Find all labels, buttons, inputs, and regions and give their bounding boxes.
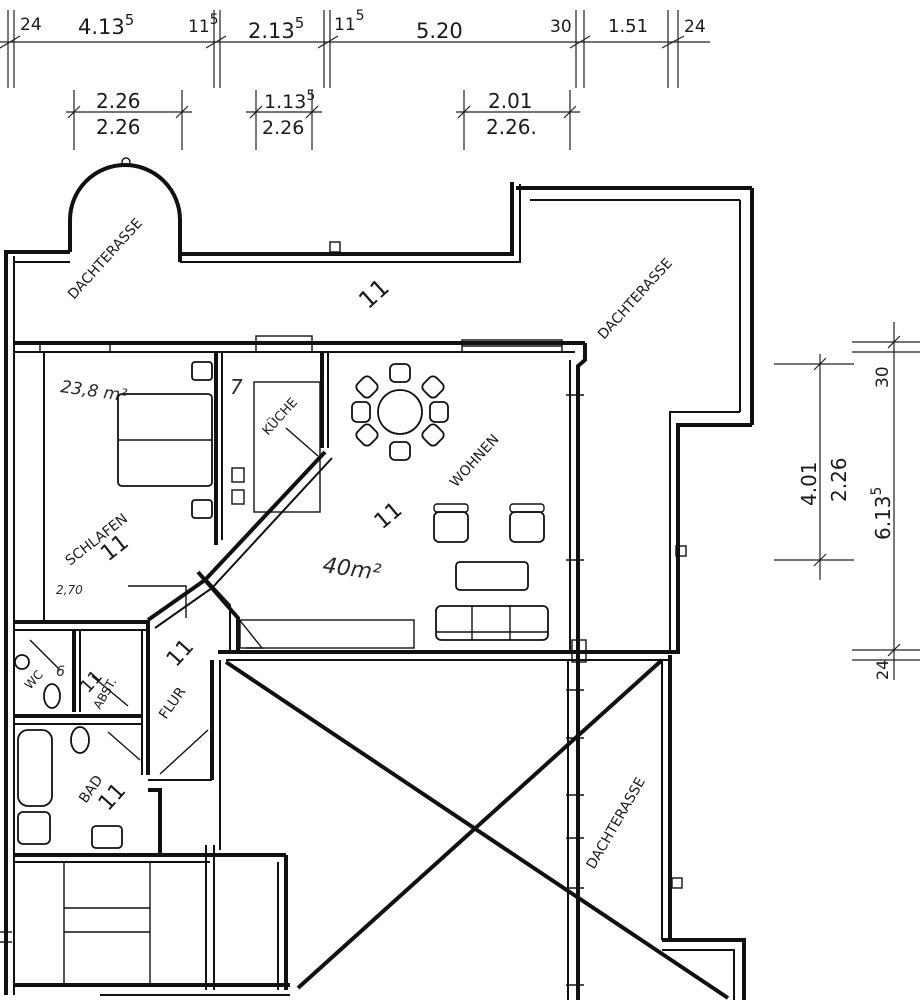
label-schlafen-area: 23,8 m² [59,377,128,406]
dining-table [377,389,423,435]
dim-right-d: 6.135 [869,487,895,540]
dim-right-a: 30 [873,366,893,388]
label-wc: WC [22,668,46,692]
opening-2-top: 1.135 [264,88,315,113]
top-dimension-chain: 24 4.135 115 2.135 115 5.20 30 1.51 24 [0,8,710,88]
label-dachterasse-lower-right: DACHTERASSE [584,775,649,872]
opening-3-bottom: 2.26. [486,115,537,139]
label-wohnen: WOHNEN [447,432,503,491]
opening-1-top: 2.26 [96,89,141,113]
label-kueche-number: 7 [230,375,243,399]
label-terrace-number: 11 [353,273,394,314]
dim-top-6: 30 [550,17,572,37]
opening-3-top: 2.01 [488,89,533,113]
toilet [14,654,30,670]
dim-top-5: 5.20 [416,19,463,43]
armchair [433,511,469,543]
armchair [509,511,545,543]
dim-top-2: 115 [188,12,219,37]
label-wc-number: 6 [56,664,65,680]
label-schlafen-height: 2,70 [56,583,83,597]
stair [63,862,151,985]
bathtub [17,729,53,807]
dim-right-e: 24 [873,660,892,680]
label-wohnen-area: 40m² [321,553,382,586]
coffee-table [455,561,529,591]
dim-right-c: 2.26 [827,457,851,502]
walls [0,157,754,1000]
void-cross [224,658,730,1000]
dim-top-0: 24 [20,15,42,35]
dim-top-1: 4.135 [78,11,134,39]
label-dachterasse-top-right: DACHTERASSE [595,255,676,342]
sofa [435,605,549,641]
opening-2-bottom: 2.26 [262,117,304,139]
dim-top-3: 2.135 [248,14,304,43]
dim-top-7: 1.51 [608,16,648,37]
opening-dimensions: 2.26 2.26 1.135 2.26 2.01 2.26. [66,88,580,150]
windows [39,335,587,663]
dim-top-4: 115 [334,8,365,35]
label-flur: FLUR [156,684,189,722]
label-wohnen-number: 11 [370,497,408,534]
dim-right-b: 4.01 [797,461,821,506]
opening-1-bottom: 2.26 [96,115,141,139]
furniture [14,361,549,849]
label-dachterasse-left: DACHTERASSE [65,215,146,302]
label-flur-number: 11 [162,634,199,672]
label-kueche: KÜCHE [258,394,301,439]
right-dimension-chain: 30 4.01 2.26 6.135 24 [774,322,920,680]
dim-top-8: 24 [684,17,706,37]
